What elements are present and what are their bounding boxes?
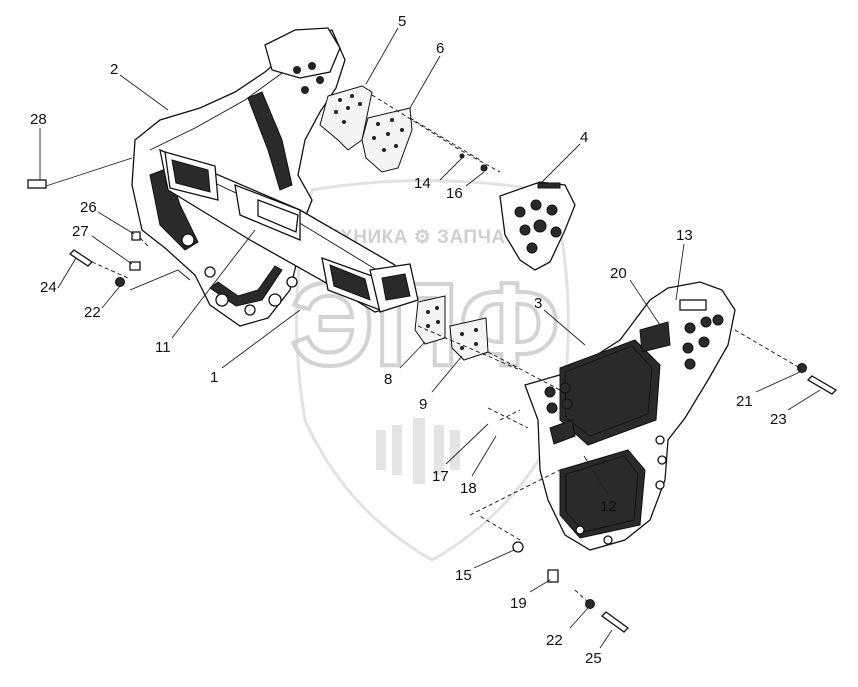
right-frame-part-3 bbox=[524, 281, 736, 551]
callout-6: 6 bbox=[436, 40, 444, 57]
part-21-nut bbox=[797, 363, 807, 373]
watermark-shield bbox=[294, 179, 570, 562]
part-25-bolt bbox=[601, 611, 629, 633]
callout-27: 27 bbox=[72, 223, 89, 240]
callout-2: 2 bbox=[110, 61, 118, 78]
callout-22-bottom: 22 bbox=[546, 632, 563, 649]
callout-11: 11 bbox=[155, 339, 171, 356]
bracket-part-4 bbox=[499, 181, 576, 271]
part-15-nut bbox=[512, 541, 524, 553]
callout-1: 1 bbox=[210, 369, 218, 386]
assembly-lines bbox=[91, 94, 801, 605]
callout-14: 14 bbox=[414, 175, 431, 192]
part-22-nut-left bbox=[115, 277, 125, 287]
part-19-bolt bbox=[547, 569, 559, 583]
part-14-washer bbox=[459, 153, 465, 159]
main-frame-part bbox=[131, 27, 419, 327]
part-28-shim bbox=[27, 179, 47, 189]
callout-24: 24 bbox=[40, 279, 57, 296]
callout-9: 9 bbox=[419, 396, 427, 413]
callout-20: 20 bbox=[610, 265, 627, 282]
plate-part-5 bbox=[319, 85, 373, 151]
callout-3: 3 bbox=[534, 295, 542, 312]
callout-23: 23 bbox=[770, 411, 787, 428]
part-16-nut bbox=[480, 164, 488, 172]
callout-28: 28 bbox=[30, 111, 47, 128]
callout-18: 18 bbox=[460, 480, 477, 497]
callout-26: 26 bbox=[80, 199, 97, 216]
callout-5: 5 bbox=[398, 13, 406, 30]
plate-part-9 bbox=[449, 317, 489, 361]
watermark-wheat-icon bbox=[376, 418, 460, 484]
callout-19: 19 bbox=[510, 595, 527, 612]
callout-21: 21 bbox=[736, 393, 753, 410]
callout-17: 17 bbox=[432, 468, 449, 485]
part-27-pin bbox=[129, 261, 141, 271]
plate-part-8 bbox=[414, 295, 446, 345]
callouts: 2 5 6 4 28 26 27 24 22 11 1 14 16 3 20 1… bbox=[30, 13, 821, 667]
callout-16: 16 bbox=[446, 185, 463, 202]
callout-25: 25 bbox=[585, 650, 602, 667]
callout-12: 12 bbox=[600, 498, 617, 515]
part-23-bolt bbox=[806, 375, 838, 395]
callout-22-left: 22 bbox=[84, 304, 101, 321]
part-24-bolt bbox=[68, 249, 94, 267]
callout-8: 8 bbox=[384, 371, 392, 388]
callout-4: 4 bbox=[580, 129, 588, 146]
plate-part-6 bbox=[361, 107, 413, 173]
callout-13: 13 bbox=[676, 227, 693, 244]
callout-15: 15 bbox=[455, 567, 472, 584]
watermark-top-text: ТЕХНИКА ⚙ ЗАПЧАСТИ bbox=[315, 227, 545, 248]
